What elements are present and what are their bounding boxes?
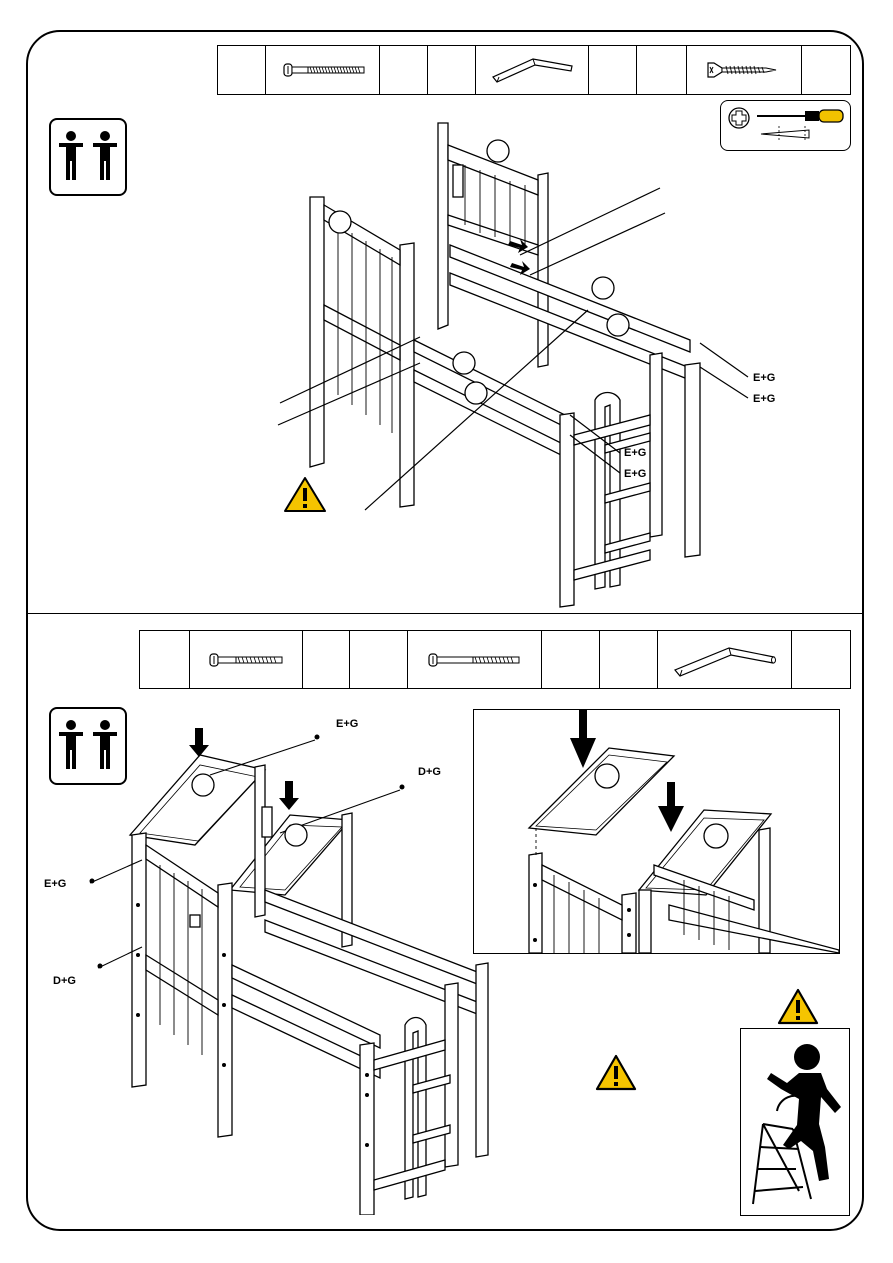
hardware-qty-cell [218, 46, 266, 94]
fastener-label: E+G [624, 447, 646, 459]
hardware-qty-cell [140, 631, 190, 688]
step1-bed-frame-drawing [270, 115, 790, 610]
warning-triangle-icon [594, 1053, 638, 1093]
step2-roof-assembly-drawing [80, 715, 500, 1215]
bolt-icon [266, 46, 380, 94]
step-divider [27, 613, 863, 614]
hardware-qty-cell [792, 631, 850, 688]
hardware-qty-cell [380, 46, 428, 94]
fastener-label: E+G [753, 372, 775, 384]
hardware-qty-cell [637, 46, 687, 94]
allen-key-icon [658, 631, 793, 688]
fastener-label: E+G [44, 878, 66, 890]
longer-bolt-icon [408, 631, 542, 688]
hardware-qty-cell [600, 631, 658, 688]
warning-triangle-icon [285, 478, 325, 511]
hardware-qty-cell [350, 631, 408, 688]
fastener-label: E+G [624, 468, 646, 480]
hardware-qty-cell [542, 631, 600, 688]
long-bolt-icon [190, 631, 303, 688]
fastener-label: E+G [336, 718, 358, 730]
allen-key-icon [476, 46, 589, 94]
wood-screw-icon [687, 46, 802, 94]
person-on-step-ladder-icon [740, 1028, 850, 1216]
hardware-qty-cell [303, 631, 351, 688]
hardware-qty-cell [428, 46, 476, 94]
warning-triangle-icon [776, 987, 820, 1027]
two-people-icon [49, 118, 127, 196]
fastener-label: E+G [753, 393, 775, 405]
hardware-qty-cell [589, 46, 637, 94]
fastener-label: D+G [418, 766, 441, 778]
step2-hardware-table [139, 630, 851, 689]
step1-hardware-table [217, 45, 851, 95]
hardware-qty-cell [802, 46, 850, 94]
fastener-label: D+G [53, 975, 76, 987]
roof-detail-inset [473, 709, 840, 954]
